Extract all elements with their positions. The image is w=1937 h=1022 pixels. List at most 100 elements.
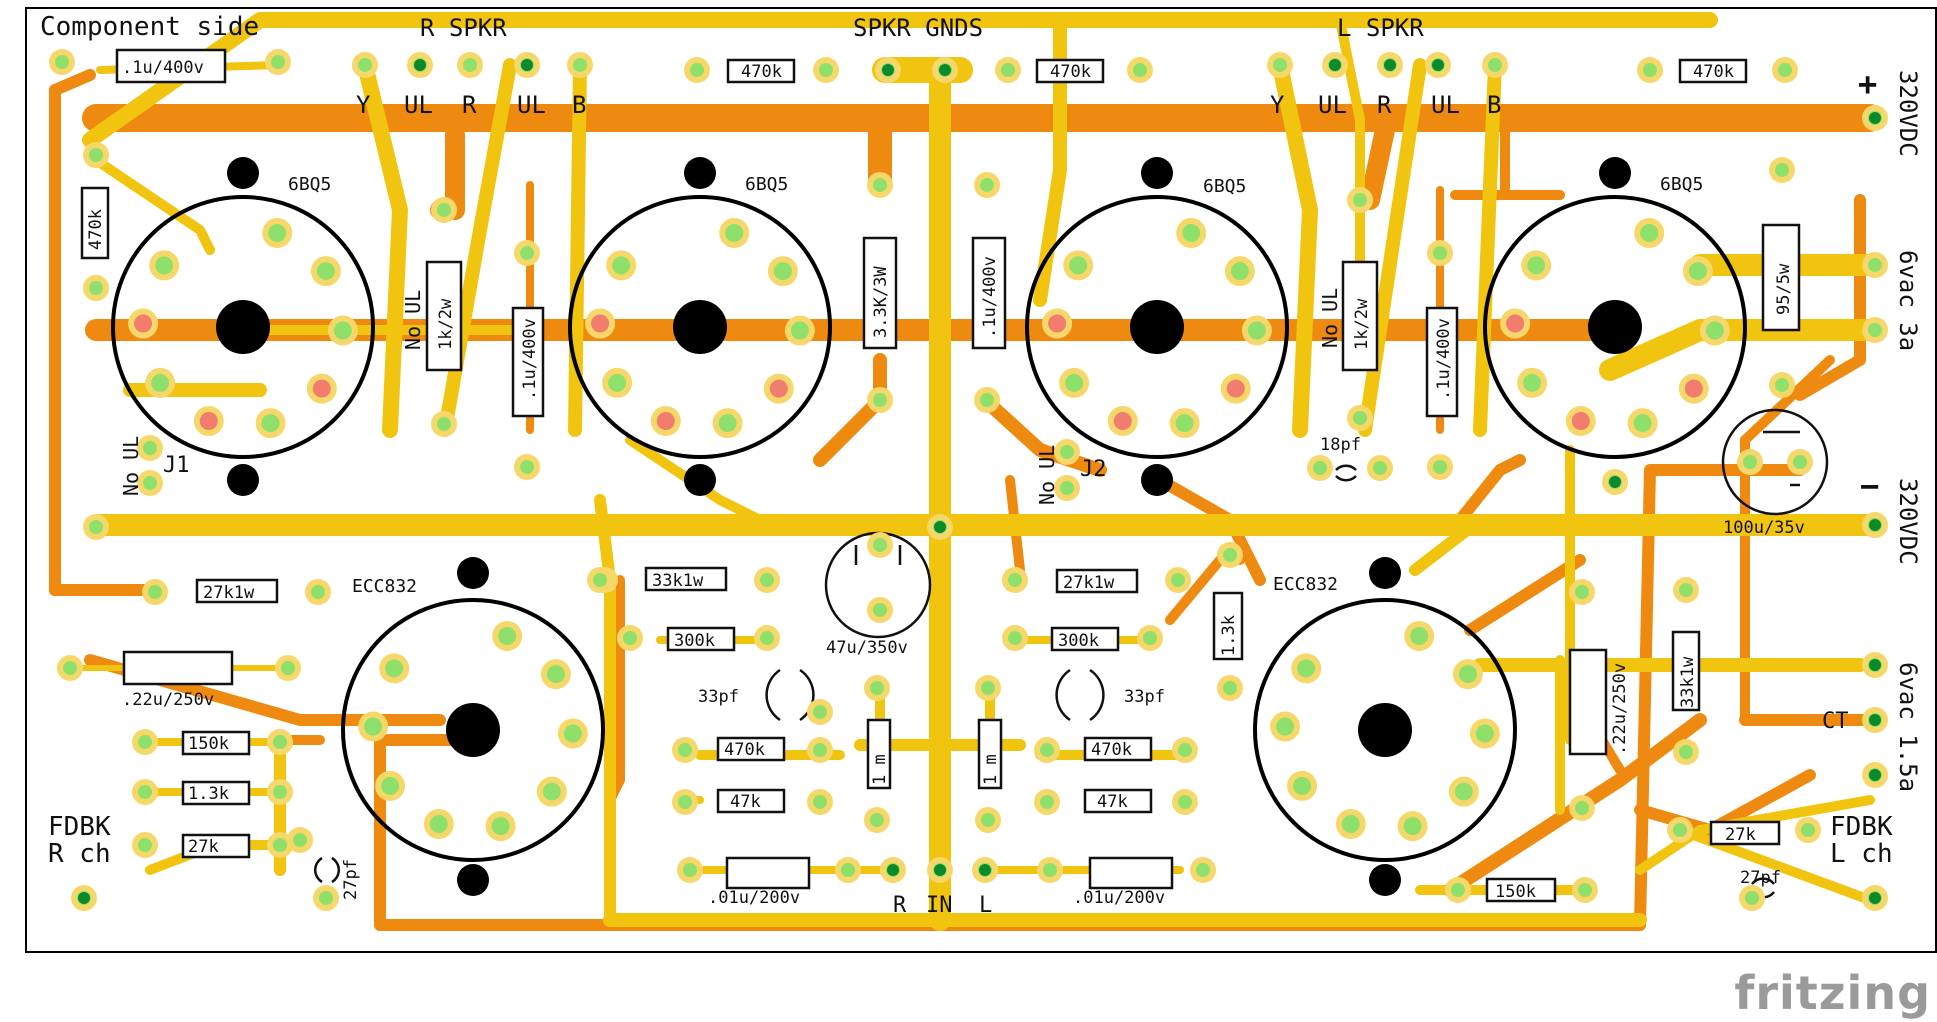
via <box>1609 476 1621 488</box>
component-pad <box>684 57 710 83</box>
lbl-c-22u-left: .22u/250v <box>122 690 214 710</box>
lbl-c-01u-left: .01u/200v <box>708 888 800 908</box>
component-pad <box>672 737 698 763</box>
lbl-c-1u-center: .1u/400v <box>980 256 1000 338</box>
component-pad <box>867 387 893 413</box>
tap-ul1-left: UL <box>404 91 433 119</box>
terminal-320vdc-bottom: 320VDC <box>1894 478 1922 565</box>
lbl-r-47k-left: 47k <box>730 792 761 812</box>
tube-pin-pad <box>1176 218 1207 248</box>
tube-pin-pad <box>1517 367 1548 398</box>
tube-pin-pad <box>1287 770 1318 801</box>
lbl-c-22u-right: .22u/250v <box>1610 663 1630 755</box>
component-pad <box>867 172 893 198</box>
component-pad <box>1772 57 1798 83</box>
component-pad <box>1054 439 1080 465</box>
tube-pin-pad <box>327 315 358 346</box>
tube-pin-pad <box>1404 621 1435 651</box>
lbl-r-33k1w: 33k1w <box>652 571 704 591</box>
tube-label-v4: 6BQ5 <box>1660 174 1703 195</box>
tube-pin-pad <box>606 250 637 281</box>
lbl-r-1-3k: 1.3k <box>188 784 229 804</box>
jumper-j2: J2 <box>1080 457 1107 482</box>
component-pad <box>974 172 1000 198</box>
via <box>78 892 90 904</box>
fdbk-left-2: R ch <box>48 839 111 869</box>
tube-pin-pad <box>379 653 410 684</box>
component-pad <box>1673 577 1699 603</box>
tube-pin-pad <box>602 367 633 398</box>
component-pad <box>514 454 540 480</box>
component-pad <box>1307 455 1333 481</box>
component-pad <box>1217 542 1243 568</box>
tube-pin-pad <box>1521 250 1552 281</box>
component-pad <box>514 240 540 266</box>
component-pad <box>137 435 163 461</box>
component-pad <box>1347 405 1373 431</box>
component-pad <box>864 807 890 833</box>
tube-center-holes <box>216 157 1642 896</box>
lbl-r-470k-b: 470k <box>1050 62 1091 82</box>
component-pad <box>1862 317 1888 343</box>
lbl-r-47k-right: 47k <box>1097 792 1128 812</box>
component-pad <box>83 514 109 540</box>
component-pad <box>1769 372 1795 398</box>
component-pad <box>265 49 291 75</box>
via <box>1869 892 1881 904</box>
tube-pin-pad <box>650 406 681 436</box>
via <box>1432 59 1444 71</box>
lbl-r-3-3k: 3.3K/3W <box>871 266 891 338</box>
tube-pin-pad <box>763 373 794 404</box>
lbl-r-27k-left: 27k <box>188 837 219 857</box>
via <box>1869 659 1881 671</box>
terminal-minus: − <box>1860 467 1879 505</box>
lbl-r-1m-right: 1 m <box>981 754 1001 785</box>
tube-pin-pad <box>1448 776 1479 807</box>
component-pad <box>1572 877 1598 903</box>
component-pad <box>1034 789 1060 815</box>
component-pad <box>617 625 643 651</box>
via <box>934 521 946 533</box>
component-pad <box>1267 52 1293 78</box>
lbl-c-1u-left: .1u/400v <box>520 318 540 400</box>
tube-pin-pad <box>1063 250 1094 281</box>
input-r: R <box>893 893 907 918</box>
component-pad <box>813 57 839 83</box>
via <box>1869 519 1881 531</box>
component-pad <box>975 675 1001 701</box>
component-pad <box>1165 567 1191 593</box>
tube-pin-pad <box>128 308 159 339</box>
no-ul-center-left: No UL <box>401 290 425 350</box>
tap-b-left: B <box>572 91 586 119</box>
tube-pin-pad <box>784 315 815 346</box>
component-pad <box>1002 567 1028 593</box>
tube-pin-pad <box>585 308 616 339</box>
component-pad <box>132 832 158 858</box>
tube-pin-pad <box>767 256 798 287</box>
lbl-r-33k1w-v: 33k1w <box>1678 656 1698 708</box>
tube-pin-pad <box>492 621 523 651</box>
via <box>1869 714 1881 726</box>
tube-pin-pad <box>1634 218 1665 248</box>
lbl-c-33pf-right: 33pf <box>1124 687 1165 707</box>
lbl-c-top: .1u/400v <box>122 58 204 78</box>
tap-b-right: B <box>1487 91 1501 119</box>
via <box>979 864 991 876</box>
lbl-c-100u: 100u/35v <box>1723 518 1805 538</box>
tube-pin-pad <box>1699 315 1730 346</box>
lbl-r-470k-c: 470k <box>1693 62 1734 82</box>
terminal-320vdc-top: 320VDC <box>1894 70 1922 157</box>
lbl-r-150k-right: 150k <box>1495 882 1536 902</box>
lbl-r-1-3k-v: 1.3k <box>1219 615 1239 656</box>
component-pad <box>835 857 861 883</box>
component-pad <box>1172 737 1198 763</box>
terminal-plus: + <box>1858 65 1877 103</box>
component-pad <box>287 827 313 853</box>
component-pad <box>1037 857 1063 883</box>
tap-r-left: R <box>462 91 477 119</box>
tube-pin-pad <box>540 659 571 690</box>
tube-pin-pad <box>306 373 337 404</box>
no-ul-left: No UL <box>119 436 143 496</box>
component-pad <box>1190 857 1216 883</box>
lbl-r-27k-right: 27k <box>1725 825 1756 845</box>
